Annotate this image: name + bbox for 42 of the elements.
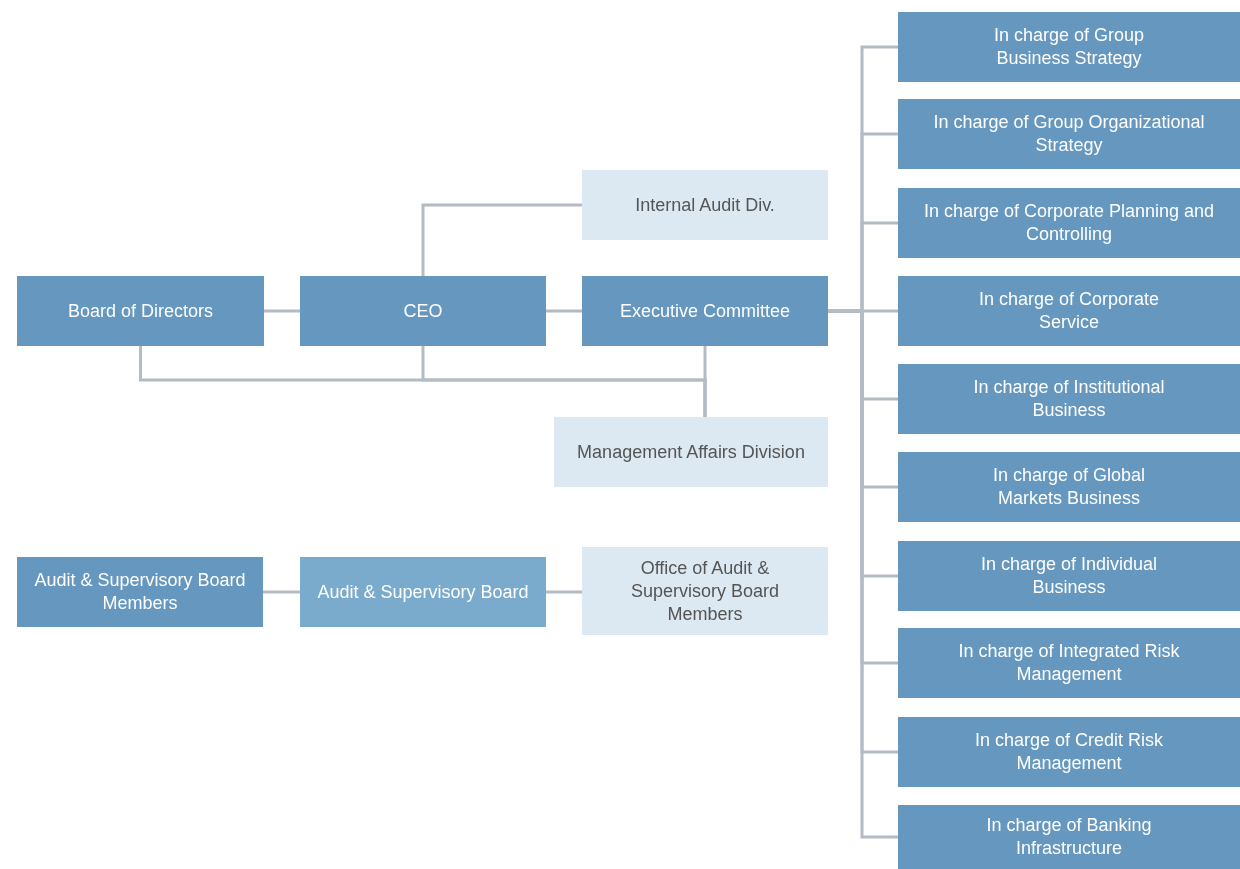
connector-line [546,590,582,594]
box-label: In charge of Individual Business [979,553,1159,599]
org-box [898,99,1240,169]
connector-line [421,203,582,276]
box-label: Office of Audit & Supervisory Board Members [629,556,781,626]
box-label: In charge of Institutional Business [972,376,1166,422]
connector-line [703,346,707,417]
org-box [898,628,1240,698]
box-label: Audit & Supervisory Board Members [33,569,247,615]
box-label: In charge of Global Markets Business [991,464,1147,510]
org-box [17,557,263,627]
box-label: Audit & Supervisory Board [317,580,529,604]
org-box [582,170,828,240]
org-box [898,12,1240,82]
org-box [898,276,1240,346]
connector-line [263,590,300,594]
org-box [300,276,546,346]
org-box [582,276,828,346]
org-box [898,541,1240,611]
connector-line [546,309,582,313]
box-label: In charge of Credit Risk Management [973,729,1165,775]
box-label: In charge of Corporate Planning and Controlling [922,200,1216,246]
box-label: In charge of Group Organizational Strategy [932,111,1206,157]
org-box [898,452,1240,522]
connector-line [264,309,300,313]
org-box [554,417,828,487]
org-box [898,364,1240,434]
org-box [582,547,828,635]
org-box [898,805,1240,869]
box-label: In charge of Banking Infrastructure [985,814,1153,860]
org-box [17,276,264,346]
org-box [898,188,1240,258]
box-label: Executive Committee [619,299,791,323]
box-label: Management Affairs Division [577,440,805,464]
box-label: In charge of Corporate Service [977,288,1161,334]
box-label: Board of Directors [67,299,214,323]
box-label: In charge of Integrated Risk Management [957,640,1181,686]
box-label: CEO [403,299,443,323]
box-label: Internal Audit Div. [635,193,775,217]
org-box [898,717,1240,787]
box-label: In charge of Group Business Strategy [992,24,1146,70]
org-box [300,557,546,627]
